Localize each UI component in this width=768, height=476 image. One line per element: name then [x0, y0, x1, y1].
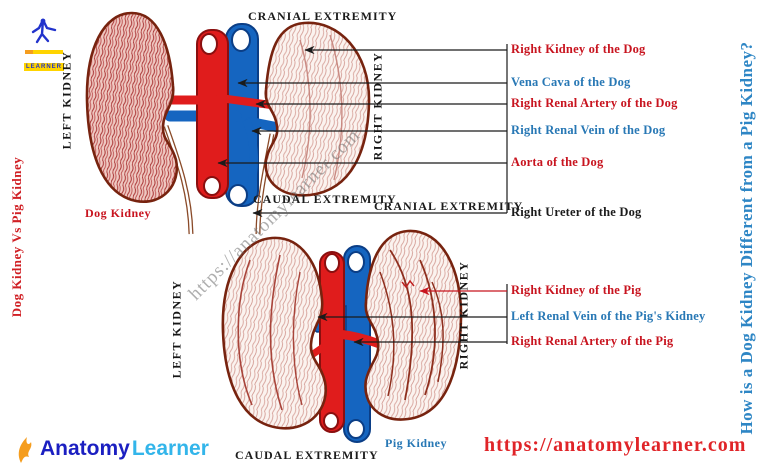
pig-cranial-extremity-label: CRANIAL EXTREMITY: [374, 199, 524, 213]
dog-left-kidney-label: LEFT KIDNEY: [59, 50, 74, 150]
dog-kidney-figure: [85, 11, 371, 235]
dog-caudal-extremity-label: CAUDAL EXTREMITY: [253, 192, 397, 206]
callout-lines: [217, 44, 508, 347]
footer-logo-anatomy: Anatomy: [40, 437, 130, 460]
dog-cranial-extremity-label: CRANIAL EXTREMITY: [248, 9, 398, 23]
label-aorta-dog: Aorta of the Dog: [511, 155, 604, 169]
pig-left-kidney-label: LEFT KIDNEY: [169, 279, 184, 379]
anatomylearner-corner-logo: LEARNER: [22, 18, 66, 73]
right-side-title: How is a Dog Kidney Different from a Pig…: [737, 41, 756, 435]
label-right-renal-vein-dog: Right Renal Vein of the Dog: [511, 123, 666, 137]
label-right-renal-artery-pig: Right Renal Artery of the Pig: [511, 334, 674, 348]
dog-kidney-caption: Dog Kidney: [85, 206, 152, 220]
label-right-kidney-pig: Right Kidney of the Pig: [511, 283, 642, 297]
website-url[interactable]: https://anatomylearner.com: [484, 434, 747, 456]
anatomylearner-logo-icon: [18, 437, 32, 463]
pig-kidney-caption: Pig Kidney: [385, 436, 448, 450]
label-right-kidney-dog: Right Kidney of the Dog: [511, 42, 646, 56]
left-side-title: Dog Kidney Vs Pig Kidney: [9, 156, 24, 318]
logo-accent-bar: [25, 50, 63, 54]
footer-logo-learner: Learner: [131, 437, 209, 460]
pig-kidney-figure: [221, 229, 463, 443]
dog-right-kidney-label: RIGHT KIDNEY: [370, 51, 385, 161]
label-vena-cava-dog: Vena Cava of the Dog: [511, 75, 631, 89]
corner-logo-text: LEARNER: [23, 63, 64, 71]
label-right-renal-artery-dog: Right Renal Artery of the Dog: [511, 96, 678, 110]
label-left-renal-vein-pig: Left Renal Vein of the Pig's Kidney: [511, 309, 706, 323]
label-right-ureter-dog: Right Ureter of the Dog: [511, 205, 642, 219]
learner-figure-icon: [31, 18, 57, 44]
pig-right-kidney-label: RIGHT KIDNEY: [456, 260, 471, 370]
pig-caudal-extremity-label: CAUDAL EXTREMITY: [235, 448, 379, 462]
